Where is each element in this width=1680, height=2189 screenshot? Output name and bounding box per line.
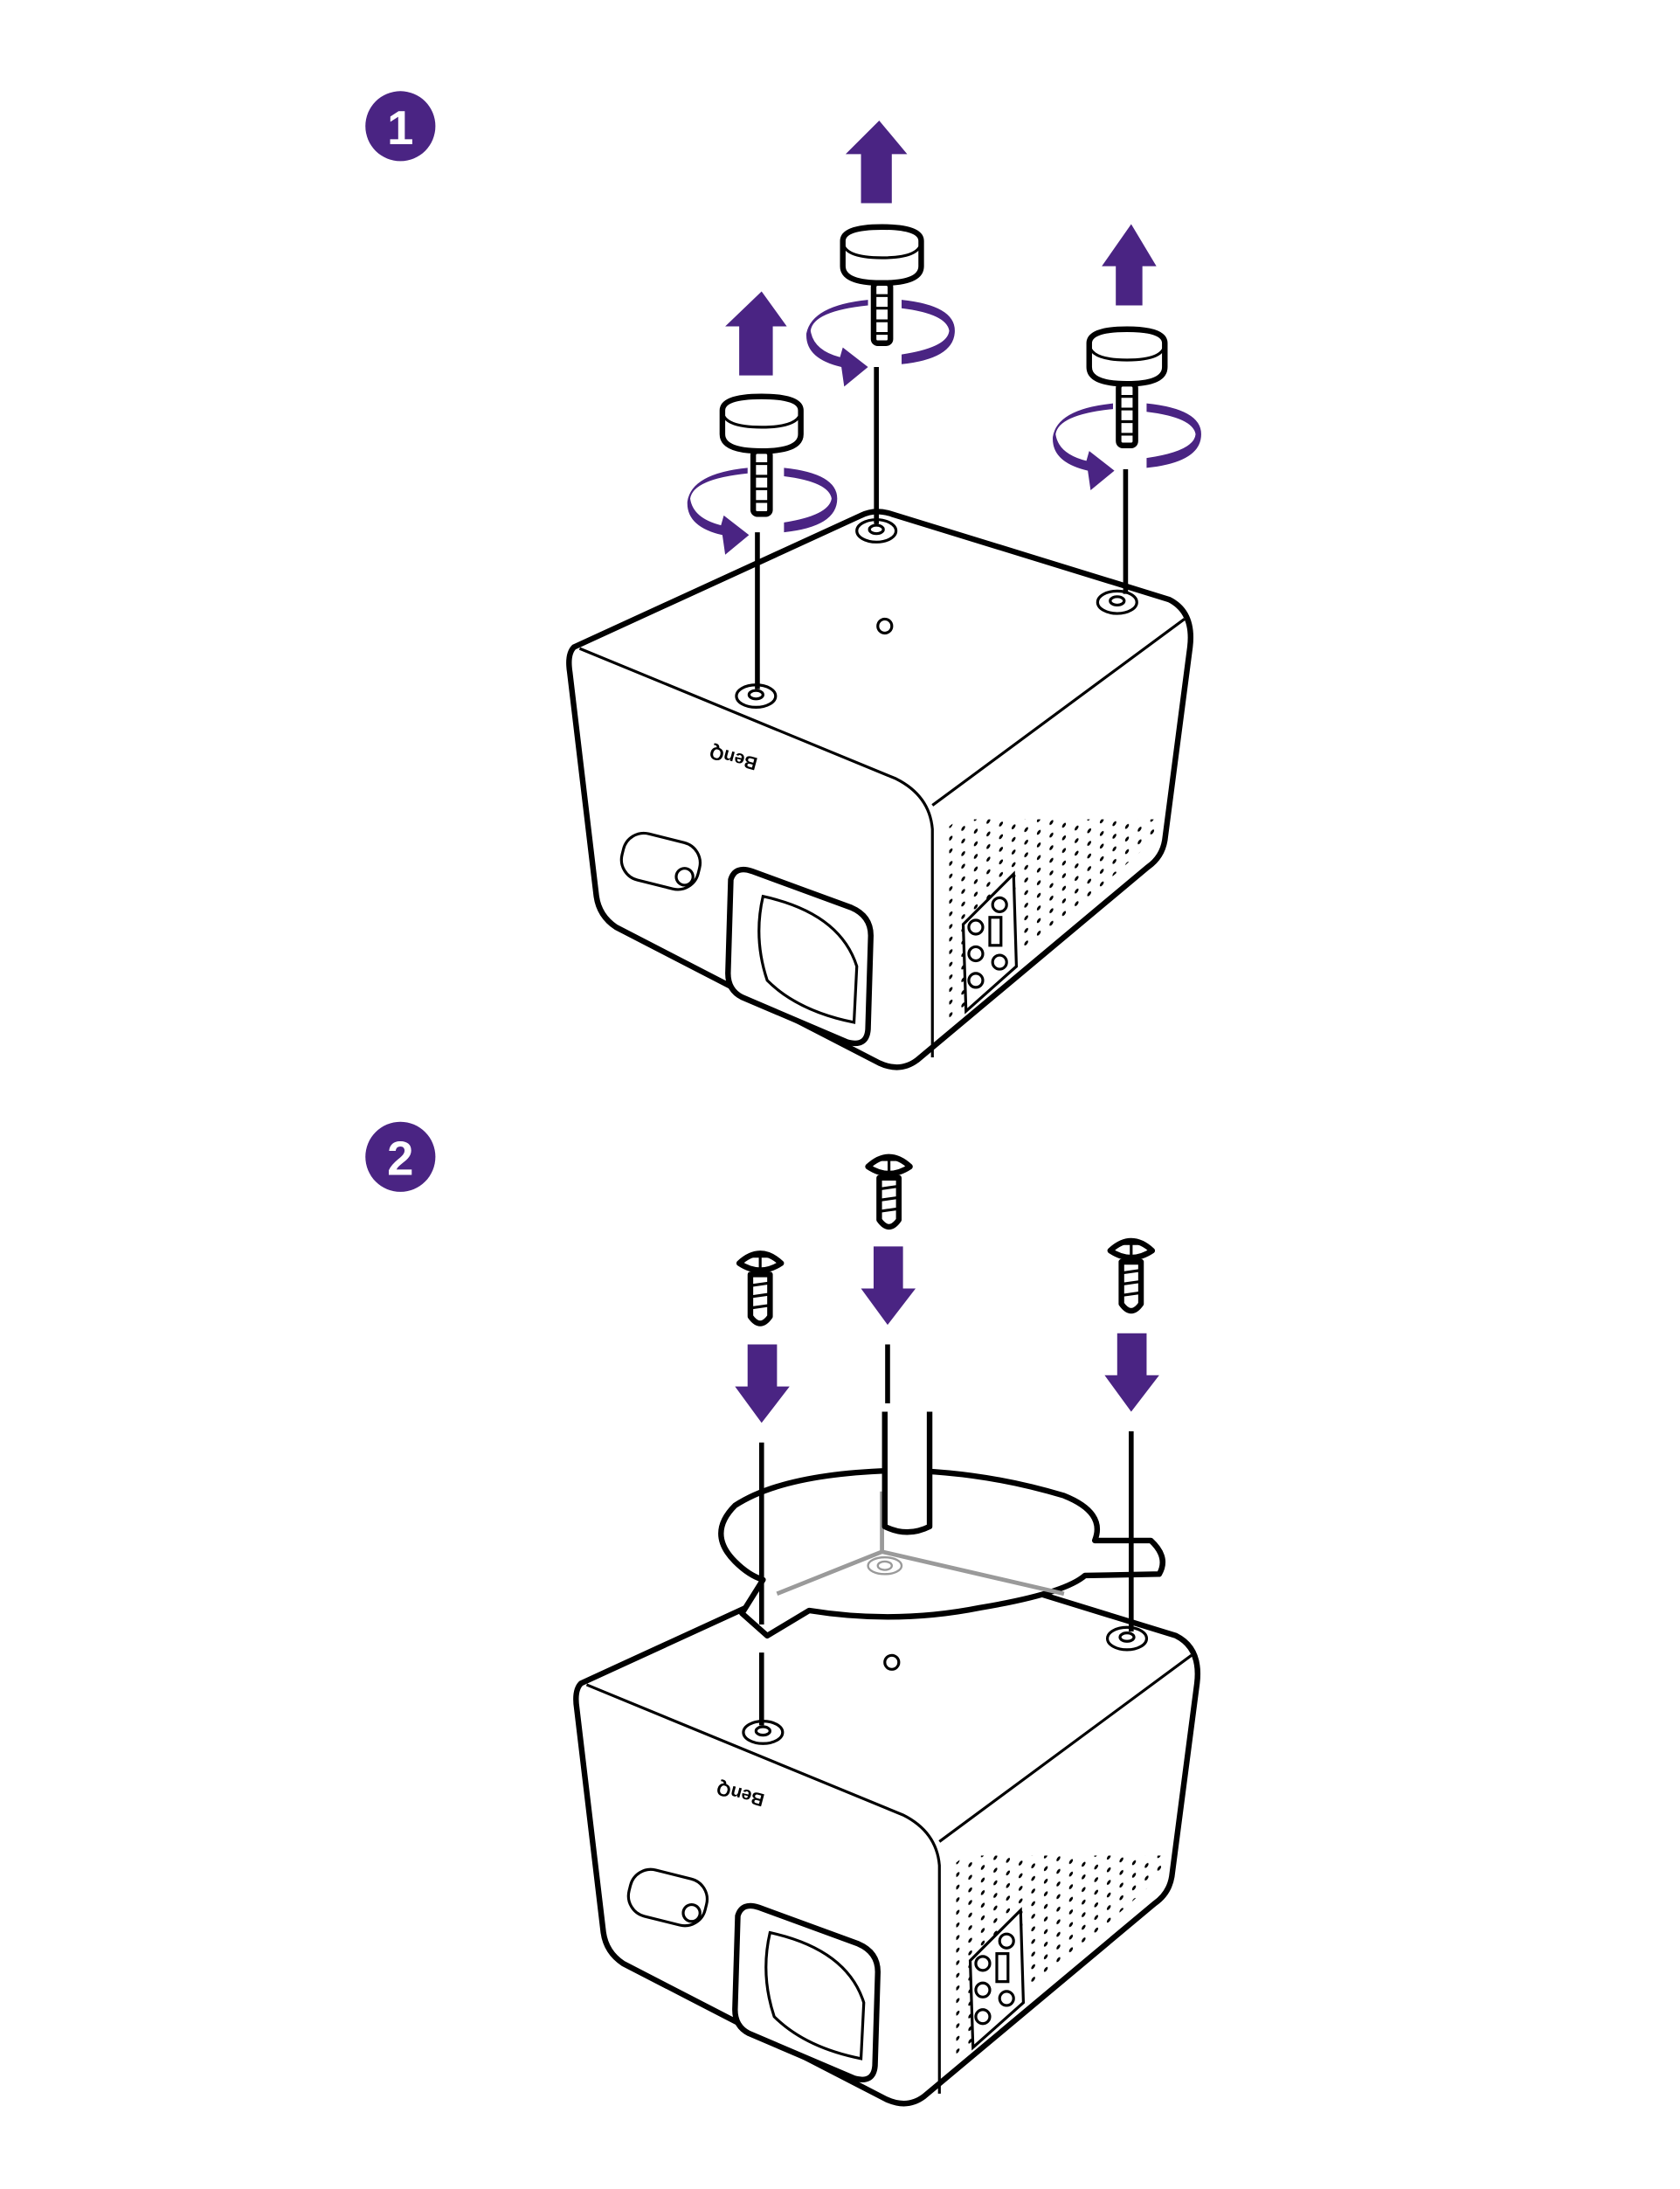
foot-left (687, 291, 838, 689)
arrow-down-icon (735, 1344, 790, 1424)
arrow-up-icon (845, 120, 908, 204)
step-2-number: 2 (387, 1133, 413, 1186)
arrow-down-icon (861, 1246, 916, 1326)
arrow-up-icon (1102, 224, 1157, 306)
mount-pole (881, 1411, 933, 1535)
rotate-icon (687, 468, 838, 555)
ceiling-mount-plate (718, 1411, 1165, 1639)
step-1-number: 1 (387, 101, 413, 155)
screw-back (861, 1153, 916, 1403)
arrow-up-icon (725, 291, 787, 376)
foot-hole-right (1096, 589, 1138, 615)
arrow-down-icon (1104, 1333, 1159, 1412)
screw-left (735, 1250, 790, 1726)
foot-back (805, 120, 955, 524)
foot-right (1053, 224, 1201, 594)
mount-hole-right (1105, 1625, 1149, 1652)
rotate-icon (1053, 403, 1201, 491)
projector-step-2: BenQ (576, 1548, 1198, 2103)
step-1-badge: 1 (365, 91, 436, 162)
rotate-icon (805, 300, 955, 387)
screw-right (1104, 1237, 1159, 1632)
step-2-badge: 2 (365, 1121, 436, 1192)
projector-step-1: BenQ (569, 511, 1191, 1067)
